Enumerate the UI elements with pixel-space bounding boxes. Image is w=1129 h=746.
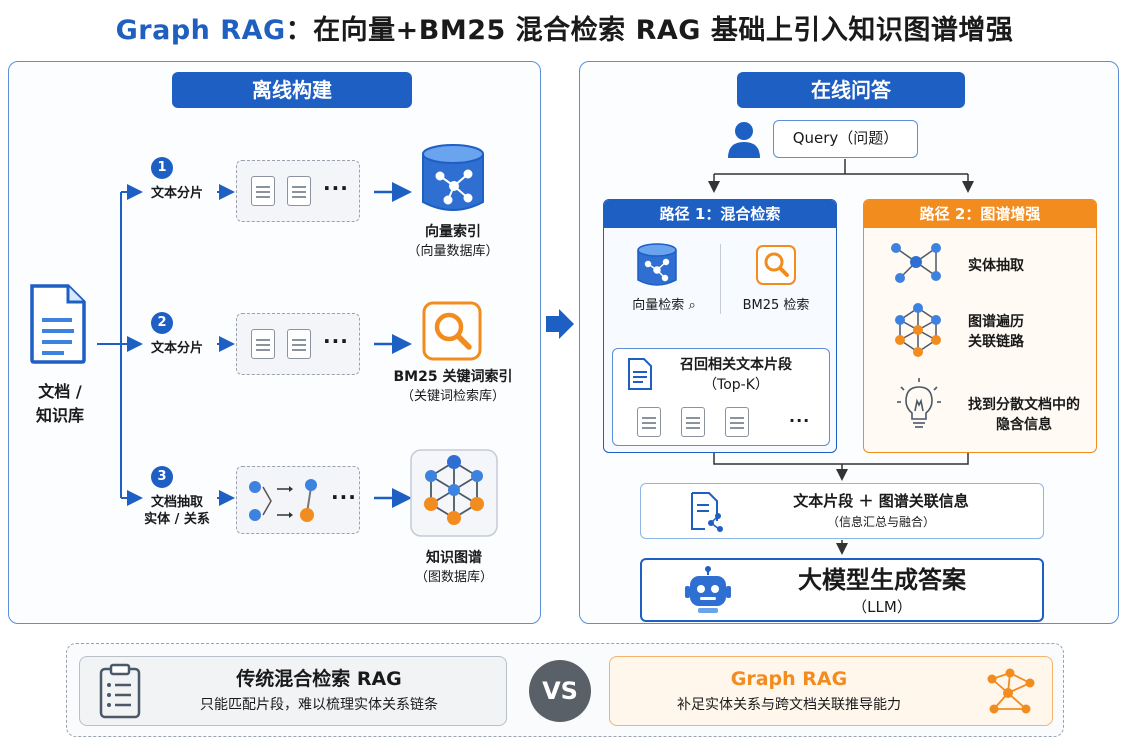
offline-panel: 离线构建 文档 / 知识库 1 文本分片 ···	[8, 61, 541, 624]
route-2-header: 路径 2：图谱增强	[864, 200, 1096, 228]
graph-rag-title: Graph RAG	[730, 668, 848, 690]
hidden-info-label: 找到分散文档中的 隐含信息	[954, 395, 1094, 435]
recall-doc-icon	[628, 358, 652, 390]
title-rest: ：在向量+BM25 混合检索 RAG 基础上引入知识图谱增强	[285, 15, 1014, 46]
chunk-doc-icon	[251, 176, 275, 206]
magnifier-icon: ⌕	[688, 298, 696, 313]
source-label: 文档 / 知识库	[21, 380, 99, 428]
step-1-chunks: ···	[236, 160, 360, 222]
traditional-rag-desc: 只能匹配片段，难以梳理实体关系链条	[200, 697, 438, 713]
route-2-box: 路径 2：图谱增强 实体抽取 图谱遍历 关联链路 找到分散文档中的 隐含信息	[863, 199, 1097, 453]
route-1-box: 路径 1：混合检索 向量检索 ⌕ BM25 检索 召回相关文本片段 （Top-K…	[603, 199, 837, 453]
query-text: Query（问题）	[792, 129, 899, 147]
recall-text: 召回相关文本片段 （Top-K）	[661, 355, 811, 395]
graph-network-icon	[987, 668, 1035, 714]
merge-box: 文本片段 ＋ 图谱关联信息 （信息汇总与融合）	[640, 483, 1044, 539]
source-line1: 文档 /	[38, 382, 82, 401]
bm25-index-caption: BM25 关键词索引 （关键词检索库）	[363, 367, 543, 407]
recall-chunk-icon	[681, 407, 705, 437]
bm25-index-sub: （关键词检索库）	[400, 389, 505, 404]
bm25-index-title: BM25 关键词索引	[393, 369, 513, 385]
chunk-doc-icon	[251, 329, 275, 359]
traditional-rag-text: 传统混合检索 RAG 只能匹配片段，难以梳理实体关系链条	[154, 665, 484, 717]
vs-badge: VS	[529, 660, 591, 722]
online-header: 在线问答	[737, 72, 965, 108]
knowledge-graph-title: 知识图谱	[426, 550, 482, 566]
step-2-chunks: ···	[236, 313, 360, 375]
extract-dots: ···	[331, 485, 357, 509]
hidden-info-line2: 隐含信息	[996, 417, 1052, 433]
step-3-label-line2: 实体 / 关系	[144, 512, 210, 527]
graph-rag-card: Graph RAG 补足实体关系与跨文档关联推导能力	[609, 656, 1053, 726]
offline-connectors	[97, 182, 412, 508]
vector-index-sub: （向量数据库）	[407, 244, 499, 259]
traditional-rag-card: 传统混合检索 RAG 只能匹配片段，难以梳理实体关系链条	[79, 656, 507, 726]
step-2-label: 文本分片	[150, 341, 203, 356]
entity-relation-icon	[249, 479, 317, 522]
lightbulb-icon	[897, 378, 941, 428]
knowledge-graph-caption: 知识图谱 （图数据库）	[379, 548, 529, 588]
offline-header: 离线构建	[172, 72, 412, 108]
step-3-badge: 3	[151, 466, 173, 488]
llm-main: 大模型生成答案	[798, 566, 966, 594]
route-1-divider	[720, 244, 721, 314]
vector-db-icon	[422, 144, 484, 211]
step-3-extract: ···	[236, 466, 360, 534]
vector-index-title: 向量索引	[425, 224, 481, 240]
chunk-doc-icon	[287, 329, 311, 359]
recall-dots: ···	[789, 411, 811, 430]
robot-icon	[685, 566, 731, 613]
vector-search-label: 向量检索 ⌕	[614, 294, 714, 313]
user-icon	[728, 122, 760, 158]
llm-box: 大模型生成答案 （LLM）	[640, 558, 1044, 622]
merge-doc-icon	[691, 492, 723, 532]
llm-text: 大模型生成答案 （LLM）	[762, 564, 1002, 618]
chunk-doc-icon	[287, 176, 311, 206]
hidden-info-line1: 找到分散文档中的	[968, 397, 1080, 413]
page-title: Graph RAG：在向量+BM25 混合检索 RAG 基础上引入知识图谱增强	[0, 8, 1129, 47]
chunk-dots: ···	[323, 329, 349, 353]
bm25-search-label: BM25 检索	[742, 298, 810, 313]
knowledge-graph-icon	[410, 449, 498, 537]
llm-sub: （LLM）	[852, 598, 912, 616]
vector-index-caption: 向量索引 （向量数据库）	[373, 222, 533, 262]
keyword-search-icon	[422, 301, 482, 361]
step-1-badge: 1	[151, 157, 173, 179]
traditional-rag-title: 传统混合检索 RAG	[236, 668, 402, 690]
recall-chunk-icon	[725, 407, 749, 437]
graph-traverse-icon	[895, 303, 941, 357]
query-box: Query（问题）	[773, 120, 918, 158]
step-2-badge: 2	[151, 312, 173, 334]
clipboard-icon	[99, 663, 141, 719]
comparison-strip: 传统混合检索 RAG 只能匹配片段，难以梳理实体关系链条 VS Graph RA…	[66, 643, 1064, 737]
source-line2: 知识库	[35, 406, 84, 425]
merge-sub: （信息汇总与融合）	[826, 515, 935, 529]
knowledge-graph-sub: （图数据库）	[414, 570, 493, 585]
graph-traverse-line1: 图谱遍历	[968, 314, 1024, 330]
route-1-header: 路径 1：混合检索	[604, 200, 836, 228]
document-icon	[30, 284, 86, 364]
bm25-search-icon	[756, 245, 796, 285]
online-panel: 在线问答 Query（问题） 路径 1：混合检索 向量检索 ⌕	[579, 61, 1119, 624]
vector-search-icon	[637, 243, 677, 286]
graph-rag-desc: 补足实体关系与跨文档关联推导能力	[677, 697, 901, 713]
graph-traverse-line2: 关联链路	[968, 334, 1024, 350]
entity-extract-icon	[891, 243, 941, 283]
step-3-label-line1: 文档抽取	[150, 495, 203, 510]
recall-title: 召回相关文本片段	[680, 357, 792, 373]
recall-box: 召回相关文本片段 （Top-K） ···	[612, 348, 830, 446]
merge-main: 文本片段 ＋ 图谱关联信息	[793, 492, 969, 510]
recall-topk: （Top-K）	[703, 377, 769, 393]
flow-arrow-icon	[546, 309, 574, 339]
merge-text: 文本片段 ＋ 图谱关联信息 （信息汇总与融合）	[761, 490, 1001, 532]
step-1-label: 文本分片	[150, 186, 203, 201]
graph-rag-text: Graph RAG 补足实体关系与跨文档关联推导能力	[624, 665, 954, 717]
graph-traverse-label: 图谱遍历 关联链路	[968, 312, 1024, 352]
step-3-label: 文档抽取 实体 / 关系	[135, 494, 219, 528]
entity-extract-label: 实体抽取	[968, 258, 1024, 274]
title-highlight: Graph RAG	[115, 15, 286, 46]
recall-chunk-icon	[637, 407, 661, 437]
vector-search-text: 向量检索	[632, 298, 685, 313]
chunk-dots: ···	[323, 176, 349, 200]
